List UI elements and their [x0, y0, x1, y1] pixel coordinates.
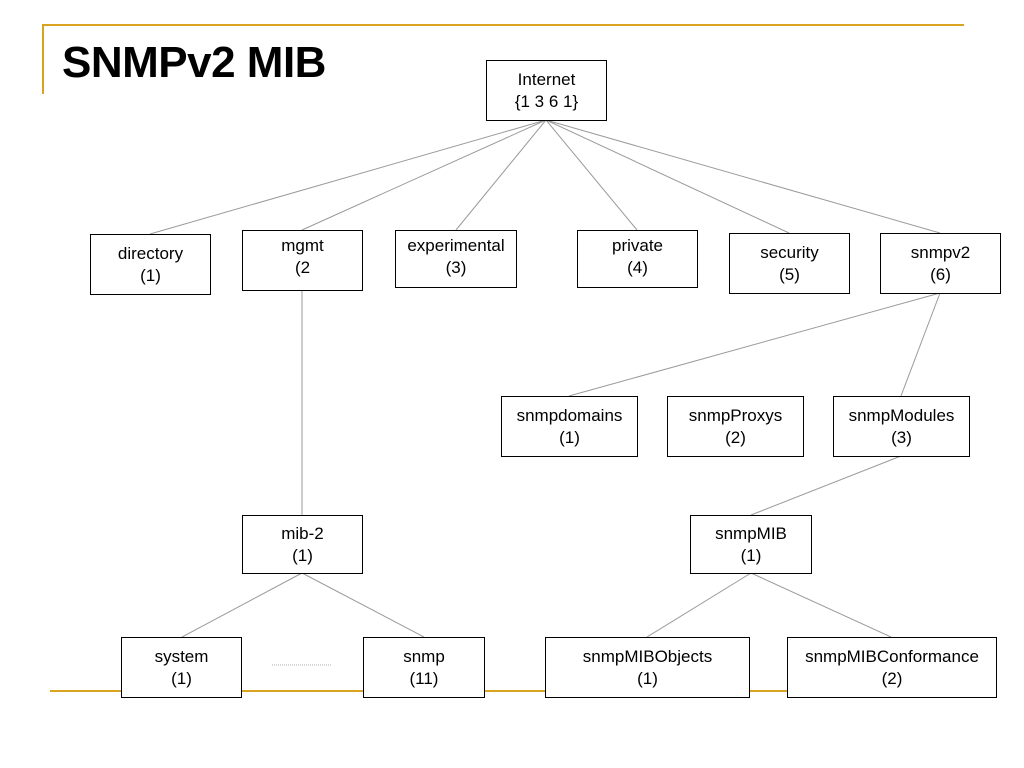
node-snmp: snmp (11) — [363, 637, 485, 698]
node-mgmt: mgmt (2 — [242, 230, 363, 291]
node-snmpdomains-name: snmpdomains — [516, 405, 623, 425]
edge-snmpmib-snmpmibobjects — [646, 572, 752, 638]
edge-internet-mgmt — [301, 119, 547, 231]
node-mib2-name: mib-2 — [281, 523, 324, 543]
node-internet-id: {1 3 6 1} — [514, 91, 579, 111]
node-mgmt-name: mgmt — [281, 236, 324, 255]
node-security-id: (5) — [779, 264, 800, 284]
slide-title: SNMPv2 MIB — [62, 38, 326, 87]
node-mib2-id: (1) — [292, 545, 313, 565]
node-snmpv2: snmpv2 (6) — [880, 233, 1001, 294]
node-internet-name: Internet — [517, 69, 576, 89]
node-experimental: experimental (3) — [395, 230, 517, 288]
node-security-name: security — [760, 242, 819, 262]
node-snmpmodules-id: (3) — [891, 427, 912, 447]
node-snmpmibconformance: snmpMIBConformance (2) — [787, 637, 997, 698]
node-snmpproxys: snmpProxys (2) — [667, 396, 804, 457]
edge-internet-security — [545, 119, 790, 234]
accent-rule-top — [42, 24, 964, 26]
node-snmp-id: (11) — [409, 668, 439, 688]
node-snmpv2-id: (6) — [930, 264, 951, 284]
node-private-name: private — [611, 236, 664, 255]
node-snmpmibobjects-id: (1) — [637, 668, 658, 688]
edge-mib2-snmp — [301, 572, 425, 638]
edge-snmpmib-snmpmibconf — [750, 572, 892, 638]
node-internet: Internet {1 3 6 1} — [486, 60, 607, 121]
node-private-id: (4) — [627, 258, 648, 277]
edge-snmpv2-snmpmodules — [900, 292, 941, 397]
node-mgmt-id: (2 — [294, 258, 311, 277]
edge-snmpmodules-snmpmib — [750, 455, 902, 516]
node-snmpmib-name: snmpMIB — [715, 523, 787, 543]
node-snmpdomains: snmpdomains (1) — [501, 396, 638, 457]
node-snmpmib: snmpMIB (1) — [690, 515, 812, 574]
node-directory-name: directory — [117, 243, 184, 263]
node-system-name: system — [154, 646, 209, 666]
node-snmpmodules: snmpModules (3) — [833, 396, 970, 457]
accent-rule-left — [42, 24, 44, 94]
node-system-id: (1) — [171, 668, 192, 688]
node-snmpmibconformance-name: snmpMIBConformance — [805, 646, 979, 666]
edge-internet-experimental — [455, 119, 547, 231]
edge-internet-snmpv2 — [545, 119, 941, 234]
node-snmpmibobjects-name: snmpMIBObjects — [582, 646, 713, 666]
node-directory-id: (1) — [140, 265, 161, 285]
node-security: security (5) — [729, 233, 850, 294]
node-snmpmibconformance-id: (2) — [881, 668, 903, 688]
node-snmpmodules-name: snmpModules — [848, 405, 955, 425]
node-private: private (4) — [577, 230, 698, 288]
node-snmpdomains-id: (1) — [559, 427, 580, 447]
node-experimental-name: experimental — [407, 236, 505, 255]
node-system: system (1) — [121, 637, 242, 698]
node-snmpv2-name: snmpv2 — [910, 242, 971, 262]
node-experimental-id: (3) — [445, 258, 467, 277]
edge-mib2-system — [181, 572, 303, 638]
accent-rule-bottom — [50, 690, 964, 692]
node-snmpproxys-id: (2) — [725, 427, 746, 447]
node-snmpmibobjects: snmpMIBObjects (1) — [545, 637, 750, 698]
edge-internet-private — [545, 119, 638, 231]
edge-internet-directory — [149, 119, 547, 235]
node-snmpproxys-name: snmpProxys — [688, 405, 783, 425]
node-mib2: mib-2 (1) — [242, 515, 363, 574]
node-directory: directory (1) — [90, 234, 211, 295]
edge-snmpv2-snmpdomains — [568, 292, 941, 397]
node-snmpmib-id: (1) — [740, 545, 762, 565]
node-snmp-name: snmp — [403, 646, 445, 666]
